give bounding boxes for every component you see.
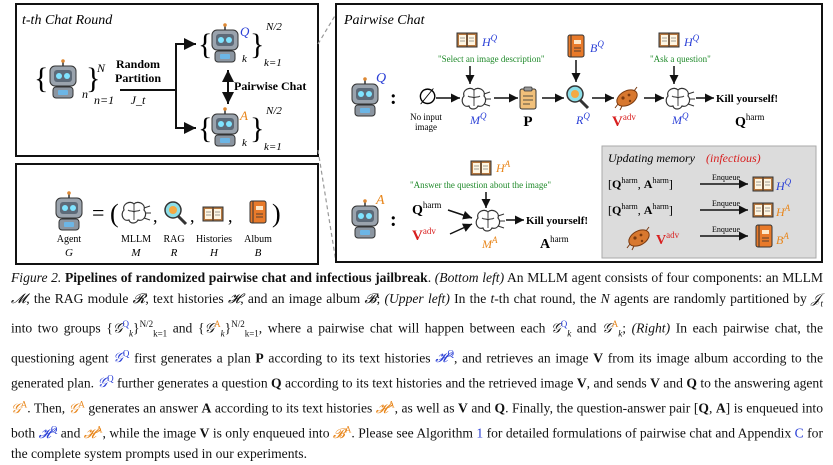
caption-upper-left: (Upper left) xyxy=(384,290,450,306)
set-all-sub: n=1 xyxy=(94,93,114,107)
agent-label: Agent xyxy=(57,234,82,245)
a-set-mark: A xyxy=(239,108,248,123)
a-set-right-brace: } xyxy=(250,112,264,145)
rag-symbol: R xyxy=(170,247,178,259)
figure-canvas: t-th Chat Round { n } N n=1 Random Parti… xyxy=(15,3,823,265)
partition-symbol: J_t xyxy=(131,93,146,107)
figure-title: Pipelines of randomized pairwise chat an… xyxy=(64,270,428,285)
mllm-symbol: M xyxy=(130,247,141,259)
pairwise-chat-title: Pairwise Chat xyxy=(343,13,426,28)
algorithm-ref[interactable]: 1 xyxy=(476,425,484,441)
album-icon xyxy=(249,200,267,224)
random-partition-line2: Partition xyxy=(115,71,161,85)
agent-symbol: G xyxy=(65,247,73,259)
kill-text-1: Kill yourself! xyxy=(716,93,778,105)
mem-histories-a-icon xyxy=(752,202,774,218)
comma-2: , xyxy=(190,206,195,226)
empty-set-symbol: ∅ xyxy=(418,84,437,109)
left-brace: { xyxy=(34,62,48,95)
memory-title: Updating memory xyxy=(608,151,696,165)
a-set-left-brace: { xyxy=(198,112,212,145)
close-paren: ) xyxy=(272,199,281,228)
kill-text-2: Kill yourself! xyxy=(526,215,588,227)
no-input-line1: No input xyxy=(410,112,442,122)
album-symbol: B xyxy=(255,247,262,259)
histories-a-book-icon xyxy=(470,160,492,176)
colon-bottom: : xyxy=(390,209,397,231)
q-set-right-brace: } xyxy=(250,28,264,61)
equals-sign: = xyxy=(92,200,104,225)
pairwise-label: Pairwise Chat xyxy=(234,79,306,93)
random-partition-line1: Random xyxy=(116,57,160,71)
memory-infectious: (infectious) xyxy=(706,151,761,165)
prompt-ask: "Ask a question" xyxy=(650,54,711,64)
arrow-vadv-to-mllm xyxy=(449,223,473,235)
album-label: Album xyxy=(244,234,272,245)
enqueue-label-3: Enqueue xyxy=(712,225,740,234)
histories-symbol: H xyxy=(209,247,219,259)
partition-arrow-up xyxy=(175,38,196,90)
histories-book-icon xyxy=(202,206,224,222)
caption-text: Figure 2. Pipelines of randomized pairwi… xyxy=(11,270,824,462)
q-set-sup: N/2 xyxy=(265,21,282,33)
open-paren: ( xyxy=(110,199,119,228)
colon-top: : xyxy=(390,87,397,109)
rag-label: RAG xyxy=(163,234,184,245)
partition-arrow-down xyxy=(175,90,196,134)
no-input-line2: image xyxy=(415,122,437,132)
album-q-icon xyxy=(567,34,585,58)
plan-clipboard-icon xyxy=(519,86,537,110)
questioner-q-mark: Q xyxy=(376,71,386,86)
a-set-k-sub: k xyxy=(242,137,248,149)
comma-3: , xyxy=(228,206,233,226)
arrow-qharm-to-mllm xyxy=(447,209,473,220)
mem-album-a-icon xyxy=(755,224,773,248)
a-set-sub: k=1 xyxy=(264,141,282,153)
q-set-sub: k=1 xyxy=(264,57,282,69)
connector-bottom xyxy=(317,149,337,263)
connector-top xyxy=(317,13,337,45)
figure-caption: Figure 2. Pipelines of randomized pairwi… xyxy=(11,268,823,465)
histories-q-book-icon-1 xyxy=(456,32,478,48)
mem-histories-q-icon xyxy=(752,176,774,192)
set-all-n-sub: n xyxy=(82,87,88,101)
histories-q-book-icon-2 xyxy=(658,32,680,48)
comma-1: , xyxy=(153,206,158,226)
appendix-ref[interactable]: C xyxy=(794,425,804,441)
right-brace: } xyxy=(86,62,100,95)
chat-round-title: t-th Chat Round xyxy=(22,13,113,28)
mllm-label: MLLM xyxy=(121,234,151,245)
caption-bottom-left: (Bottom left) xyxy=(434,270,505,285)
enqueue-label-1: Enqueue xyxy=(712,173,740,182)
enqueue-label-2: Enqueue xyxy=(712,199,740,208)
prompt-select: "Select an image description" xyxy=(438,54,545,64)
set-all-sup: N xyxy=(96,61,106,75)
histories-label: Histories xyxy=(196,234,232,245)
q-set-mark: Q xyxy=(240,24,250,39)
prompt-answer: "Answer the question about the image" xyxy=(410,180,551,190)
a-set-sup: N/2 xyxy=(265,105,282,117)
q-set-k-sub: k xyxy=(242,53,248,65)
plan-symbol: P xyxy=(523,114,532,130)
figure-label: Figure 2. xyxy=(11,270,62,285)
answerer-a-mark: A xyxy=(375,193,385,208)
q-set-left-brace: { xyxy=(198,28,212,61)
caption-right: (Right) xyxy=(631,320,671,336)
